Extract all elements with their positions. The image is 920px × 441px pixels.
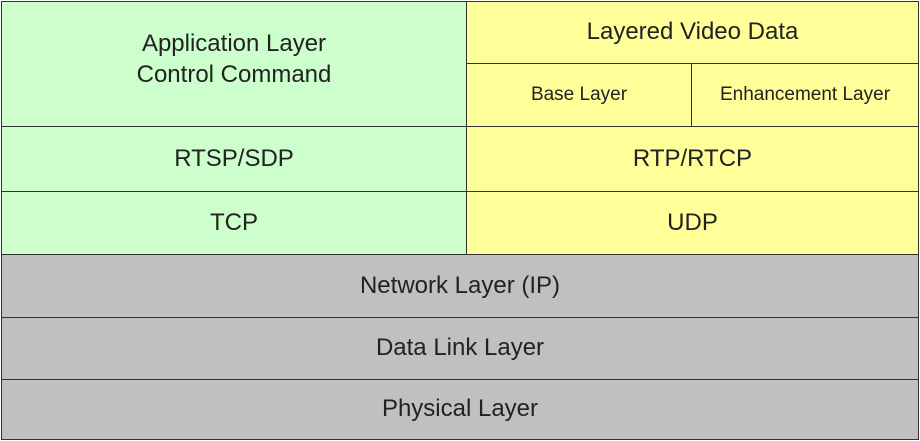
base-layer-box: Base Layer (466, 63, 692, 127)
physical-layer-box: Physical Layer (1, 379, 919, 440)
app-layer-line1: Application Layer (141, 30, 327, 58)
rtp-rtcp-box: RTP/RTCP (466, 126, 919, 192)
data-link-layer-label: Data Link Layer (375, 334, 545, 362)
layered-video-data-box: Layered Video Data (466, 1, 919, 64)
enhancement-layer-label: Enhancement Layer (719, 83, 891, 105)
tcp-box: TCP (1, 191, 467, 255)
rtsp-sdp-box: RTSP/SDP (1, 126, 467, 192)
udp-box: UDP (466, 191, 919, 255)
base-layer-label: Base Layer (530, 83, 628, 105)
physical-layer-label: Physical Layer (381, 395, 539, 423)
enhancement-layer-box: Enhancement Layer (691, 63, 919, 127)
app-layer-line2: Control Command (136, 61, 332, 88)
tcp-label: TCP (210, 208, 258, 236)
layered-video-data-label: Layered Video Data (586, 18, 799, 46)
data-link-layer-box: Data Link Layer (1, 317, 919, 380)
application-layer-control-command-box: Application Layer Control Command (1, 1, 467, 127)
udp-label: UDP (667, 208, 718, 236)
rtsp-sdp-label: RTSP/SDP (174, 144, 294, 172)
rtp-rtcp-label: RTP/RTCP (632, 144, 753, 172)
network-layer-box: Network Layer (IP) (1, 254, 919, 318)
network-layer-label: Network Layer (IP) (359, 271, 561, 299)
